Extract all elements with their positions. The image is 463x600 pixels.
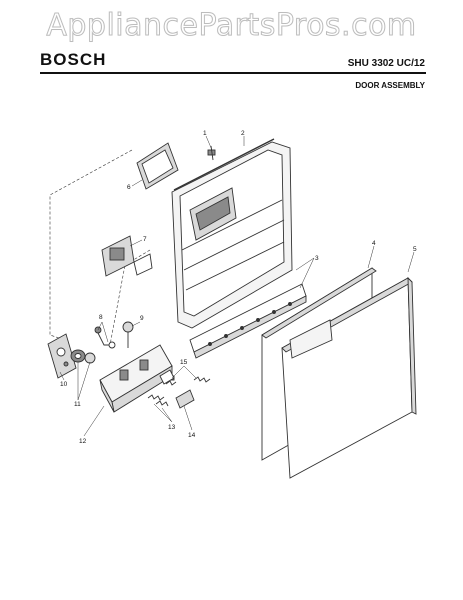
- assembly-guide-lines: [49, 149, 151, 346]
- latch-springs: [147, 369, 211, 409]
- callout-1: 1: [203, 130, 207, 137]
- callout-8: 8: [99, 314, 103, 321]
- callout-13: 13: [168, 424, 176, 431]
- callout-3: 3: [315, 255, 319, 262]
- outer-door-panel: [281, 276, 417, 479]
- callout-14: 14: [188, 432, 196, 439]
- brand-logo: BOSCH: [40, 50, 107, 69]
- callout-10: 10: [60, 381, 68, 388]
- callout-7: 7: [143, 236, 147, 243]
- callout-labels: 1 2 3 4 5 6 7 8 9 10 11 12 13 14 15: [60, 130, 417, 445]
- screw-part-1: [207, 145, 216, 161]
- leader-lines: [59, 135, 415, 437]
- rinse-aid-module: [101, 235, 153, 277]
- model-number: SHU 3302 UC/12: [347, 58, 425, 69]
- bottom-trim-strip: [189, 283, 307, 359]
- section-title: DOOR ASSEMBLY: [355, 81, 425, 90]
- hinge-fasteners: [94, 321, 134, 349]
- header-rule: [40, 72, 426, 74]
- watermark-text: AppliancePartsPros.com: [46, 8, 417, 44]
- callout-5: 5: [413, 246, 417, 253]
- callout-15: 15: [180, 359, 188, 366]
- callout-9: 9: [140, 315, 144, 322]
- dispenser-gasket: [136, 142, 179, 190]
- callout-2: 2: [241, 130, 245, 137]
- callout-12: 12: [79, 438, 87, 445]
- control-bracket: [47, 333, 77, 379]
- control-knob: [70, 349, 96, 364]
- callout-6: 6: [127, 184, 131, 191]
- callout-11: 11: [74, 401, 81, 408]
- inner-door-liner: [171, 138, 293, 329]
- callout-4: 4: [372, 240, 376, 247]
